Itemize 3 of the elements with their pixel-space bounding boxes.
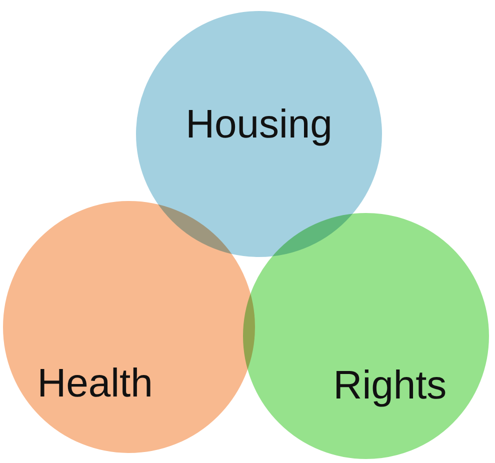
circle-label: Housing [186,102,332,148]
circle-label: Health [37,362,153,406]
circle-label: Rights [333,364,447,408]
